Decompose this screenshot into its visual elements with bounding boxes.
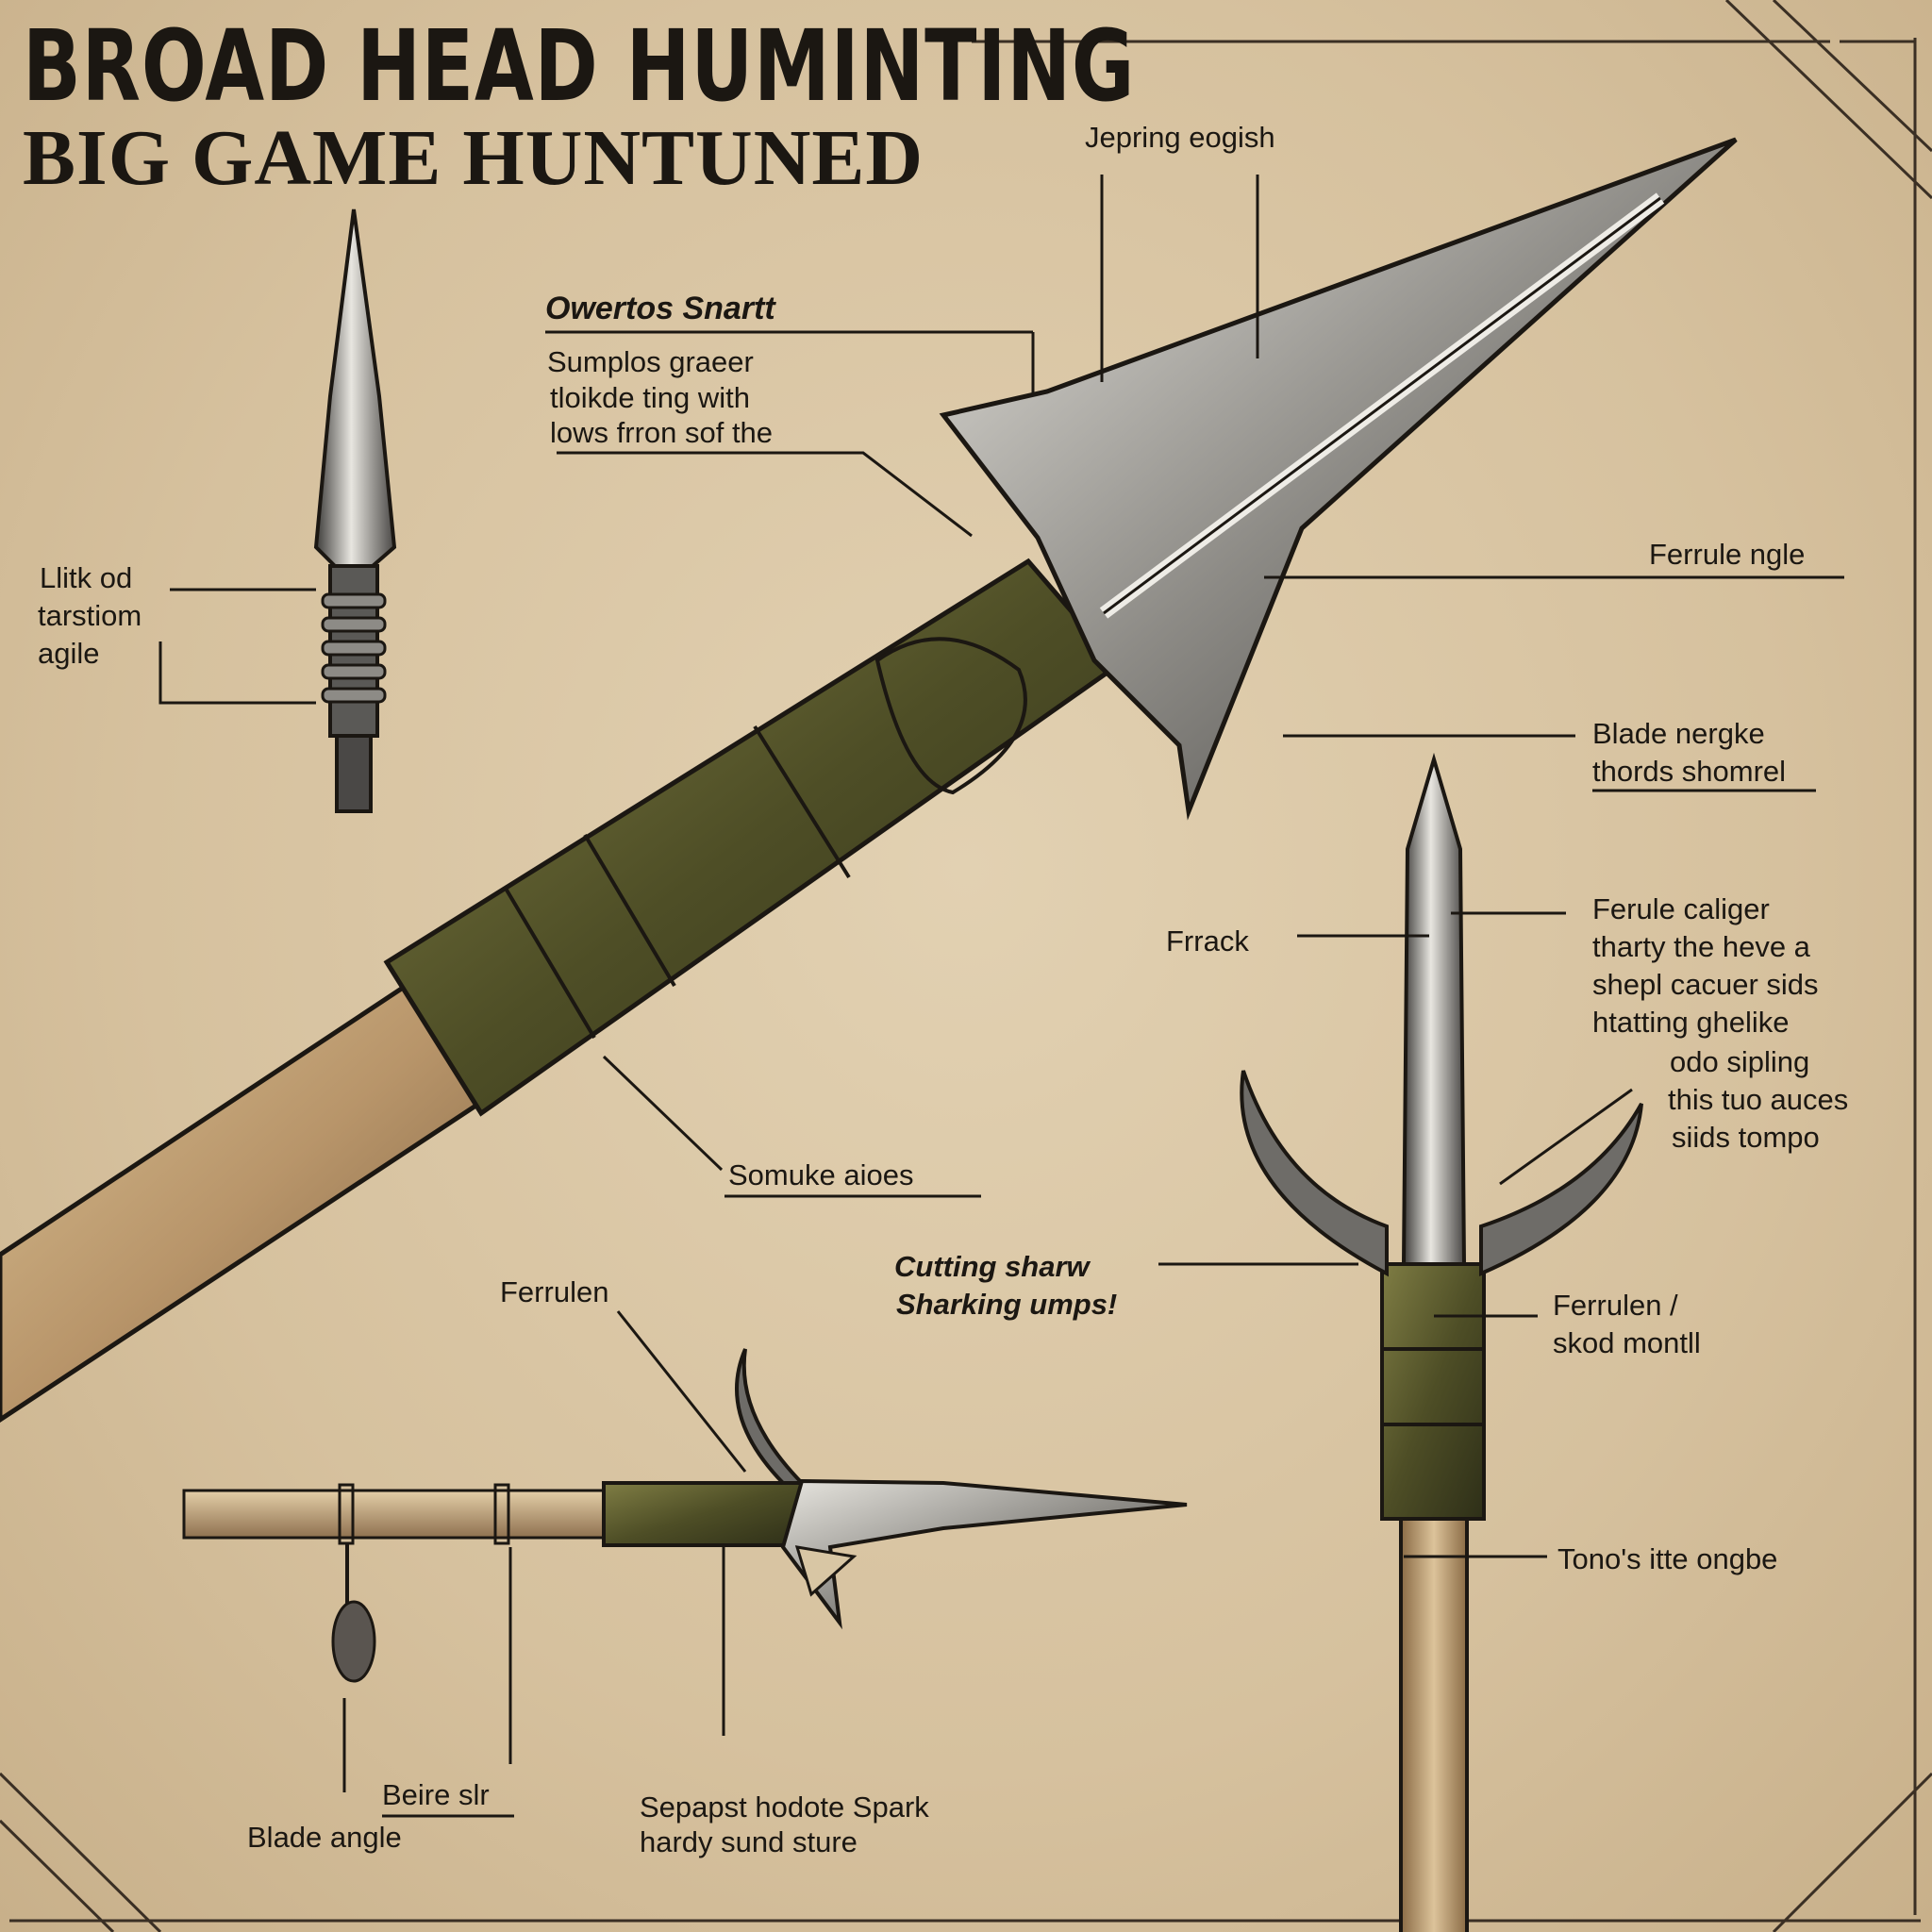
main-shaft (0, 982, 490, 1423)
label-cutting-line2: Sharking umps! (896, 1288, 1118, 1321)
label-ferule-caliger-line6: this tuo auces (1668, 1083, 1849, 1116)
main-blade (939, 137, 1738, 821)
label-owertos-line3: lows frron sof the (550, 416, 774, 449)
label-beire: Beire slr (382, 1778, 490, 1811)
bottom-broadhead-arrow (182, 1348, 1188, 1683)
front-view-broadhead (1240, 752, 1643, 1932)
label-llitk-line2: tarstiom (38, 599, 142, 632)
label-ferrulen-right-line1: Ferrulen / (1553, 1289, 1678, 1322)
label-sepapst-line1: Sepapst hodote Spark (640, 1790, 929, 1824)
main-ferrule (383, 558, 1122, 1117)
leader-lines (158, 175, 1844, 1818)
label-ferule-caliger-line7: siids tompo (1672, 1121, 1820, 1154)
main-broadhead-arrow (0, 137, 1738, 1423)
label-jepring: Jepring eogish (1085, 121, 1275, 154)
label-llitk-line1: Llitk od (40, 561, 133, 594)
label-ferule-caliger-line1: Ferule caliger (1592, 892, 1770, 925)
label-ferule-caliger-line2: tharty the heve a (1592, 930, 1810, 963)
poster-title-line2: BIG GAME HUNTUNED (23, 114, 924, 202)
label-ferrulen-left: Ferrulen (500, 1275, 609, 1308)
label-owertos-heading: Owertos Snartt (545, 291, 775, 326)
poster-title-line1: BROAD HEAD HUMINTING (23, 8, 1136, 124)
label-somuke: Somuke aioes (728, 1158, 914, 1191)
label-frrack: Frrack (1166, 924, 1249, 958)
label-blade-nergke-line1: Blade nergke (1592, 717, 1765, 750)
side-view-broadhead (313, 208, 397, 813)
label-ferule-caliger-line5: odo sipling (1670, 1045, 1810, 1078)
label-blade-angle: Blade angle (247, 1821, 402, 1854)
label-cutting-line1: Cutting sharw (894, 1250, 1090, 1283)
label-llitk-line3: agile (38, 637, 100, 670)
label-ferrulen-right-line2: skod montll (1553, 1326, 1701, 1359)
label-tonos: Tono's itte ongbe (1557, 1542, 1778, 1575)
label-blade-nergke-line2: thords shomrel (1592, 755, 1787, 788)
label-ferrule-ngle: Ferrule ngle (1649, 538, 1806, 571)
label-ferule-caliger-line3: shepl cacuer sids (1592, 968, 1819, 1001)
label-sepapst-line2: hardy sund sture (640, 1825, 858, 1858)
label-owertos-line1: Sumplos graeer (547, 345, 754, 378)
label-owertos-line2: tloikde ting with (550, 381, 750, 414)
hanging-weight (331, 1600, 376, 1683)
label-ferule-caliger-line4: htatting ghelike (1592, 1006, 1790, 1039)
